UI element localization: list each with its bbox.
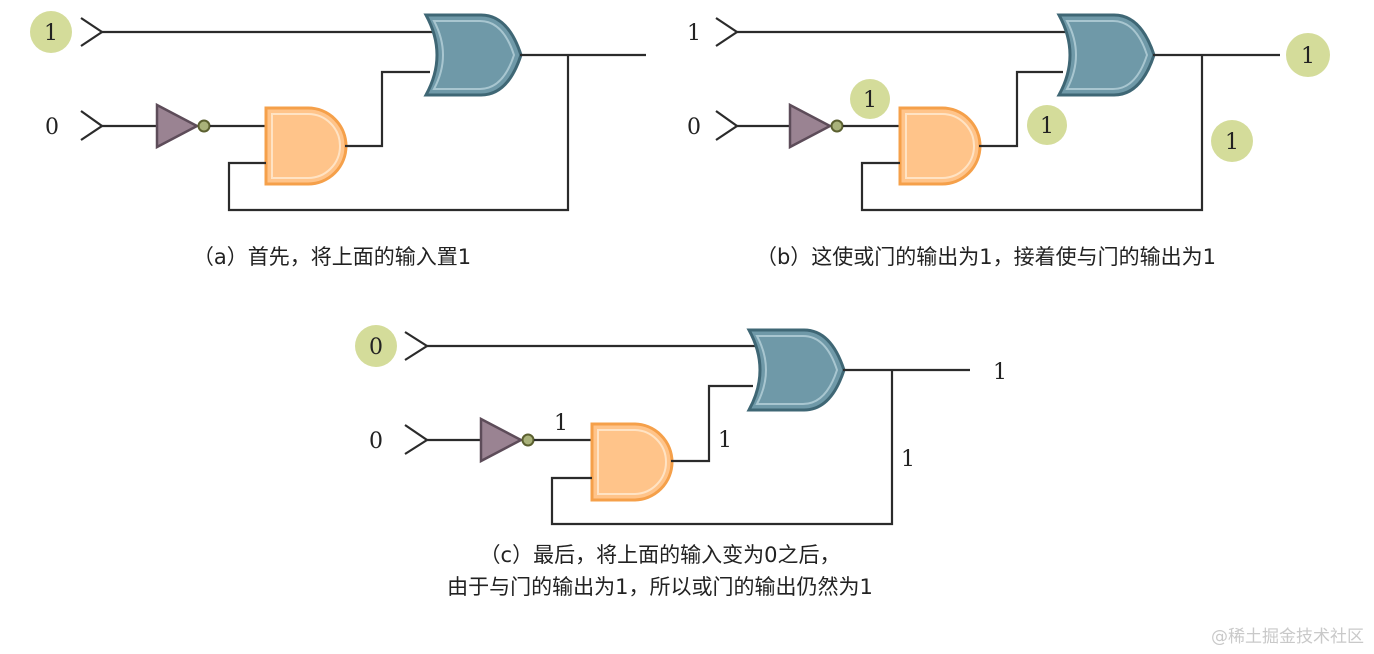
- input-arrow-icon: [715, 110, 739, 141]
- top-input-value: 1: [687, 21, 701, 46]
- and-gate-icon: [264, 106, 348, 186]
- highlight-badge: [1286, 33, 1330, 77]
- caption-c-line2: 由于与门的输出为1，所以或门的输出仍然为1: [447, 575, 873, 599]
- or-gate-icon: [1057, 13, 1156, 97]
- top-input-value: 0: [369, 335, 383, 360]
- input-arrow-icon: [80, 110, 104, 141]
- not-output-value: 1: [863, 88, 877, 113]
- and-to-or-wire: [345, 70, 430, 148]
- top-input-value: 1: [44, 21, 58, 46]
- panel-b: 1 0 1 1 1 1 （b）这使或门的输出为1，接着使与门的输出为1: [687, 13, 1330, 269]
- feedback-wire: [860, 55, 1204, 212]
- not-gate-icon: [788, 103, 844, 149]
- input-arrow-icon: [715, 17, 739, 47]
- feedback-value: 1: [1225, 130, 1239, 155]
- bottom-input-value: 0: [369, 429, 383, 454]
- highlight-badge: [355, 325, 397, 367]
- and-output-value: 1: [718, 428, 732, 453]
- not-gate-icon: [155, 103, 211, 149]
- bottom-input-value: 0: [45, 115, 59, 140]
- caption-a: （a）首先，将上面的输入置1: [193, 245, 471, 269]
- and-output-value: 1: [1040, 114, 1054, 139]
- and-gate-icon: [590, 422, 674, 502]
- highlight-badge: [1027, 105, 1067, 145]
- and-to-or-wire: [979, 70, 1063, 148]
- or-output-value: 1: [1301, 44, 1315, 69]
- feedback-wire: [550, 370, 894, 526]
- or-gate-icon: [424, 13, 523, 97]
- bottom-input-value: 0: [687, 115, 701, 140]
- not-output-value: 1: [554, 411, 568, 436]
- and-to-or-wire: [671, 384, 753, 463]
- not-gate-icon: [479, 417, 535, 463]
- input-arrow-icon: [404, 424, 429, 455]
- input-arrow-icon: [80, 17, 104, 47]
- panel-a: 1 0 （a）首先，将上面的输入置1: [30, 11, 646, 269]
- caption-c-line1: （c）最后，将上面的输入变为0之后，: [480, 543, 841, 567]
- feedback-wire: [227, 55, 570, 212]
- panel-c: 0 0 1 1 1 1 （c）最后，将上面的输入变为0之后， 由于与门的输出为1…: [355, 325, 1007, 599]
- input-arrow-icon: [404, 331, 430, 361]
- or-gate-icon: [747, 328, 846, 412]
- highlight-badge: [850, 79, 890, 119]
- and-gate-icon: [898, 106, 982, 186]
- highlight-badge: [30, 11, 72, 53]
- highlight-badge: [1211, 120, 1253, 162]
- watermark: @稀土掘金技术社区: [1211, 627, 1364, 647]
- caption-b: （b）这使或门的输出为1，接着使与门的输出为1: [756, 245, 1216, 269]
- or-output-value: 1: [993, 360, 1007, 385]
- feedback-value: 1: [901, 447, 915, 472]
